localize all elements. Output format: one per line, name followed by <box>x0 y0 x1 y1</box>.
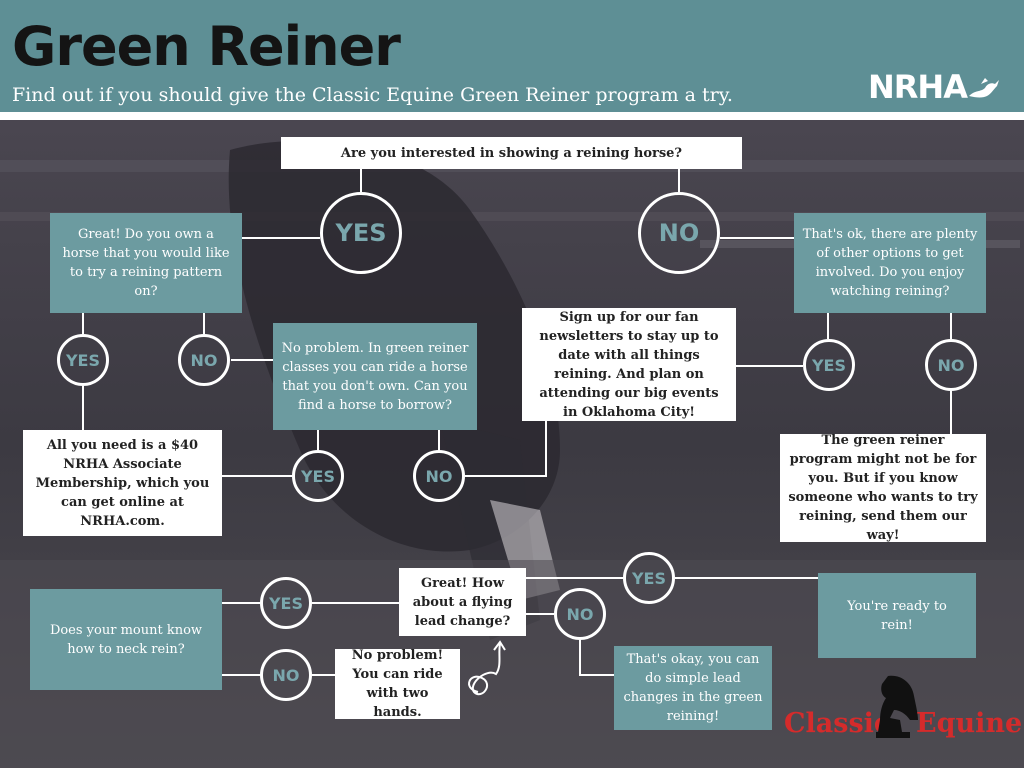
yes-bubble-main: YES <box>320 192 402 274</box>
plenty-options-box: That's ok, there are plenty of other opt… <box>794 213 986 313</box>
nrha-logo: NRHA <box>868 68 1001 106</box>
header-divider <box>0 112 1024 120</box>
two-hands-box: No problem! You can ride with two hands. <box>335 648 460 720</box>
page-subtitle: Find out if you should give the Classic … <box>12 84 733 106</box>
simple-lead-box: That's okay, you can do simple lead chan… <box>614 646 772 730</box>
borrow-no-bubble: NO <box>413 450 465 502</box>
membership-box: All you need is a $40 NRHA Associate Mem… <box>23 430 222 536</box>
classic-logo-word: Classic <box>784 708 891 739</box>
watch-yes-bubble: YES <box>803 339 855 391</box>
lead-no-bubble: NO <box>554 588 606 640</box>
horse-head-logo <box>876 675 918 738</box>
watch-no-bubble: NO <box>925 339 977 391</box>
flying-lead-box: Great! How about a flying lead change? <box>399 568 526 636</box>
classic-equine-logo: Classic Equine <box>784 675 1022 750</box>
no-bubble-main: NO <box>638 192 720 274</box>
rider-silhouette-logo <box>968 78 999 98</box>
neck-no-bubble: NO <box>260 649 312 701</box>
borrow-horse-box: No problem. In green reiner classes you … <box>273 323 477 430</box>
own-yes-bubble: YES <box>57 334 109 386</box>
neck-rein-box: Does your mount know how to neck rein? <box>30 589 222 690</box>
not-for-you-box: The green reiner program might not be fo… <box>780 433 986 543</box>
borrow-yes-bubble: YES <box>292 450 344 502</box>
question-interested-box: Are you interested in showing a reining … <box>281 137 742 169</box>
neck-yes-bubble: YES <box>260 577 312 629</box>
header-banner: Green Reiner Find out if you should give… <box>0 0 1024 112</box>
curly-arrow-icon <box>468 640 506 696</box>
page-title: Green Reiner <box>12 15 401 78</box>
ready-to-rein-box: You're ready to rein! <box>818 573 976 658</box>
own-horse-box: Great! Do you own a horse that you would… <box>50 213 242 313</box>
equine-logo-word: Equine <box>916 708 1023 739</box>
nrha-logo-text: NRHA <box>868 68 968 106</box>
lead-yes-bubble: YES <box>623 552 675 604</box>
own-no-bubble: NO <box>178 334 230 386</box>
fan-newsletter-box: Sign up for our fan newsletters to stay … <box>522 308 736 421</box>
